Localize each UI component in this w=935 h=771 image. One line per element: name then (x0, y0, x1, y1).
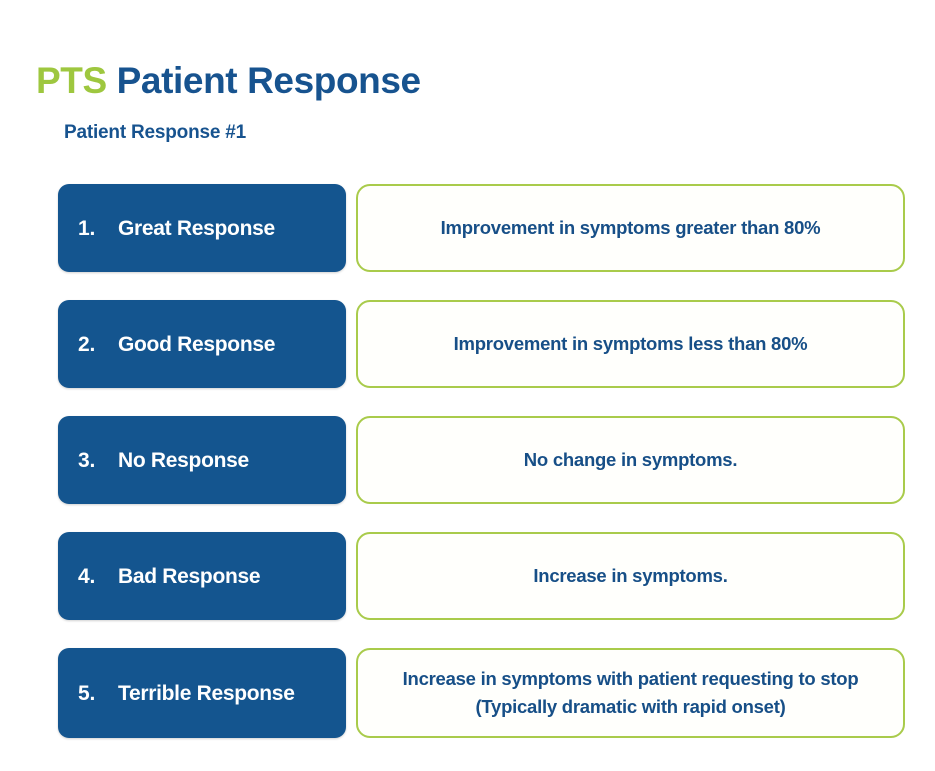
response-label-box-5: 5. Terrible Response (58, 648, 346, 738)
response-label-3: No Response (118, 448, 249, 472)
response-description-1: Improvement in symptoms greater than 80% (440, 217, 821, 238)
response-description-box-2: Improvement in symptoms less than 80% (356, 300, 905, 388)
response-description-box-3: No change in symptoms. (356, 416, 905, 504)
response-number-4: 4. (78, 564, 96, 588)
response-row-5: 5. Terrible Response Increase in symptom… (0, 648, 935, 738)
response-number-1: 1. (78, 216, 96, 240)
response-row-4: 4. Bad Response Increase in symptoms. (0, 532, 935, 620)
section-subtitle: Patient Response #1 (64, 122, 247, 143)
response-label-1: Great Response (118, 216, 275, 240)
response-description-4: Increase in symptoms. (533, 565, 728, 586)
response-label-box-3: 3. No Response (58, 416, 346, 504)
response-number-3: 3. (78, 448, 96, 472)
response-label-box-2: 2. Good Response (58, 300, 346, 388)
page-title: PTS Patient Response (36, 59, 421, 102)
response-description-box-4: Increase in symptoms. (356, 532, 905, 620)
response-label-2: Good Response (118, 332, 276, 356)
response-label-4: Bad Response (118, 564, 261, 588)
response-row-3: 3. No Response No change in symptoms. (0, 416, 935, 504)
response-description-box-1: Improvement in symptoms greater than 80% (356, 184, 905, 272)
page-title-text: Patient Response (116, 59, 421, 101)
brand-acronym: PTS (36, 59, 107, 101)
response-number-2: 2. (78, 332, 96, 356)
response-label-box-4: 4. Bad Response (58, 532, 346, 620)
response-label-box-1: 1. Great Response (58, 184, 346, 272)
response-row-1: 1. Great Response Improvement in symptom… (0, 184, 935, 272)
response-label-5: Terrible Response (118, 681, 295, 705)
response-row-2: 2. Good Response Improvement in symptoms… (0, 300, 935, 388)
response-description-2: Improvement in symptoms less than 80% (453, 333, 808, 354)
response-description-box-5: Increase in symptoms with patient reques… (356, 648, 905, 738)
response-number-5: 5. (78, 681, 96, 705)
response-list: 1. Great Response Improvement in symptom… (0, 184, 935, 738)
response-description-5: Increase in symptoms with patient reques… (402, 668, 859, 717)
response-description-3: No change in symptoms. (523, 449, 738, 470)
